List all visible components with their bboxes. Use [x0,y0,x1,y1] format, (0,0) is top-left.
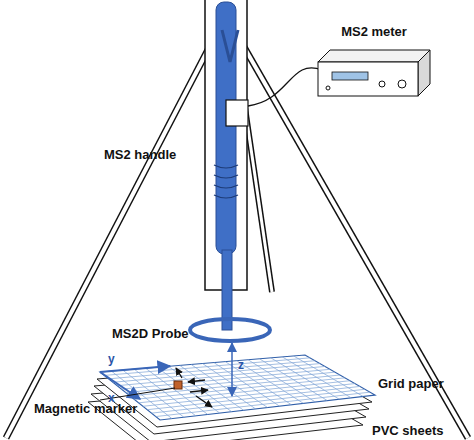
part-label: MS2 handle [104,147,176,162]
meter-socket [326,86,330,90]
grid-line [109,361,315,379]
part-label: PVC sheets [372,423,444,438]
meter-top-face [318,50,430,62]
ms2-handle-pole [216,2,236,254]
part-label: Grid paper [378,376,444,391]
movement-arrow [188,380,205,382]
cable-connector-box [226,100,248,126]
handle-band [214,165,238,198]
cable [248,68,322,106]
part-label: Magnetic marker [34,401,137,416]
meter-display [332,72,368,80]
handle-strap [222,30,238,62]
movement-arrow [176,368,182,378]
ms2d-probe-ring [190,319,270,341]
meter-knob [398,80,406,88]
meter-side-face [418,50,430,96]
grid-line [151,389,365,413]
y-axis-arrow [100,366,170,372]
grid-line [147,386,360,409]
magnetic-marker [174,381,182,389]
meter-body [318,50,430,96]
z-distance-arrow [231,343,233,396]
grid-lines [104,356,370,419]
axis-label: x [108,391,115,406]
grid-line [139,381,350,403]
axis-label: z [238,358,244,373]
meter-device: MS2 meter [312,24,436,106]
meter-front-face [318,62,418,96]
movement-arrow [190,390,208,392]
part-label: MS2D Probe [112,326,189,341]
tripod-column [205,0,247,290]
meter-outline [312,44,436,106]
axis-label: y [108,352,115,367]
device-label: MS2 meter [312,24,436,39]
meter-knob [379,81,385,87]
grid-line [104,358,310,376]
grid-paper [100,355,375,420]
grid-line [156,392,370,416]
movement-arrow [196,396,212,407]
